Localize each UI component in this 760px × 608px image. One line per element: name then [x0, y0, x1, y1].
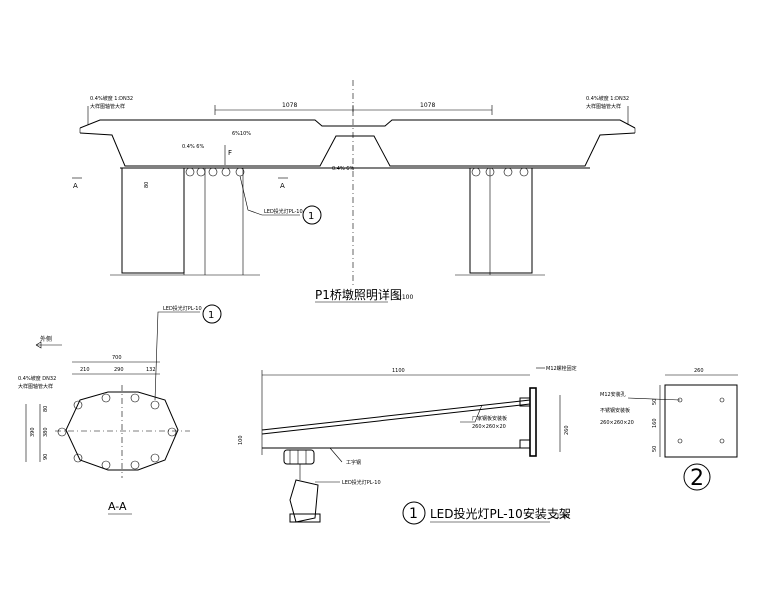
lamp-callout: LED投光灯PL-10	[264, 208, 303, 215]
lamp-mount	[283, 449, 315, 465]
plate-note-1: M12安装孔	[600, 391, 626, 398]
callout-leader	[239, 175, 300, 216]
octagon-lamps	[57, 393, 177, 470]
bolt-bottom	[519, 439, 531, 449]
deck-top	[79, 119, 636, 129]
deck-bottom	[79, 132, 636, 167]
mount-plate	[529, 387, 537, 457]
lamp-group-left	[185, 167, 245, 177]
small-note-1: 0.4% 6%	[182, 144, 204, 150]
beam-note: 工字钢	[346, 459, 361, 466]
elevation-title: P1桥墩照明详图	[315, 287, 402, 302]
plate-note-2: 260×260×20	[472, 424, 506, 430]
dim-total: 700	[112, 355, 122, 361]
section-callout-leader	[154, 311, 200, 401]
section-callout-num: 1	[208, 310, 214, 321]
direction-label: 外侧	[40, 335, 52, 343]
note-right-2: 大样图轴管大样	[586, 103, 621, 110]
bracket-callout-circle	[402, 501, 426, 525]
dim-v2: 380	[43, 427, 49, 437]
bracket-dim-left: 100	[238, 435, 244, 445]
dim-b: 290	[114, 367, 124, 373]
plate-dim-v3: 50	[652, 446, 658, 452]
small-note-2: 6%10%	[232, 131, 251, 137]
small-note-3: 0.4% 6%	[332, 166, 354, 172]
beam-note-leader	[329, 447, 343, 463]
lamp-note: LED投光灯PL-10	[342, 479, 381, 486]
dim-v4: 390	[30, 427, 36, 437]
section-title: A-A	[108, 500, 127, 513]
dim-a: 210	[80, 367, 90, 373]
dim-left: 1078	[282, 102, 297, 109]
bolt-top	[519, 397, 531, 407]
plate-holes	[677, 397, 725, 444]
dim-right: 1078	[420, 102, 435, 109]
section-lamp-callout: LED投光灯PL-10	[163, 305, 202, 312]
label-f: F	[228, 149, 232, 157]
bracket-dim-top: 1100	[392, 368, 405, 374]
bracket-detail: 1100 100 260 M12螺栓固定 厂家钢板安装板 260×260×20 …	[238, 365, 577, 525]
section-callout-circle	[202, 304, 222, 324]
pier-octagon	[65, 391, 179, 471]
callout-circle	[302, 205, 322, 225]
plate-dim-v1: 50	[652, 399, 658, 405]
mount-plate-square	[664, 384, 738, 458]
plate-dim-v2: 160	[652, 418, 658, 428]
bracket-arm-top-2	[261, 403, 531, 435]
pier-elevation: 1078 1078 A A 0.4%坡度 1:DN32 大样图轴管大样 0.4%…	[72, 80, 636, 303]
section-aa: 外侧 700 210 290 132 0.4%坡度 DN32 大样图轴管大样 8…	[18, 304, 222, 515]
lamp-group-right	[471, 167, 529, 177]
plate-dim-top: 260	[694, 368, 704, 374]
plate-note-leader	[627, 397, 681, 401]
bracket-title: LED投光灯PL-10安装支架	[430, 506, 571, 521]
bracket-callout-num: 1	[409, 506, 418, 522]
dim-c: 132	[146, 367, 156, 373]
bracket-dim-right: 260	[564, 425, 570, 435]
plate-callout-num: 2	[690, 466, 704, 491]
section-mark-left: A	[73, 182, 78, 190]
plate-callout-circle	[683, 463, 711, 491]
bracket-scale: 1:10	[556, 513, 570, 520]
elevation-scale: 1:100	[396, 294, 413, 301]
arrowhead	[35, 341, 42, 349]
pier-left	[121, 167, 185, 274]
dim-v3: 90	[43, 454, 49, 460]
note-left: 0.4%坡度 1:DN32	[90, 95, 133, 102]
callout-num: 1	[308, 211, 314, 222]
top-note: M12螺栓固定	[546, 365, 577, 372]
plate-note-1: 厂家钢板安装板	[472, 415, 507, 422]
section-mark-right: A	[280, 182, 285, 190]
left-note-2: 大样图轴管大样	[18, 383, 53, 390]
lamp-head	[289, 479, 319, 523]
left-note-1: 0.4%坡度 DN32	[18, 375, 56, 382]
plate-detail: 260 50 160 50 M12安装孔 不锈钢安装板 260×260×20 2	[600, 368, 738, 491]
note-right: 0.4%坡度 1:DN32	[586, 95, 629, 102]
plate-note-3: 260×260×20	[600, 420, 634, 426]
plate-note-leader	[460, 404, 483, 423]
dim-v1: 80	[43, 406, 49, 412]
lamp-base	[289, 513, 321, 523]
note-left-2: 大样图轴管大样	[90, 103, 125, 110]
pier-right	[469, 167, 533, 274]
plate-note-2: 不锈钢安装板	[600, 407, 630, 414]
small-dim: 80	[144, 182, 150, 188]
bracket-arm-top	[261, 399, 531, 431]
